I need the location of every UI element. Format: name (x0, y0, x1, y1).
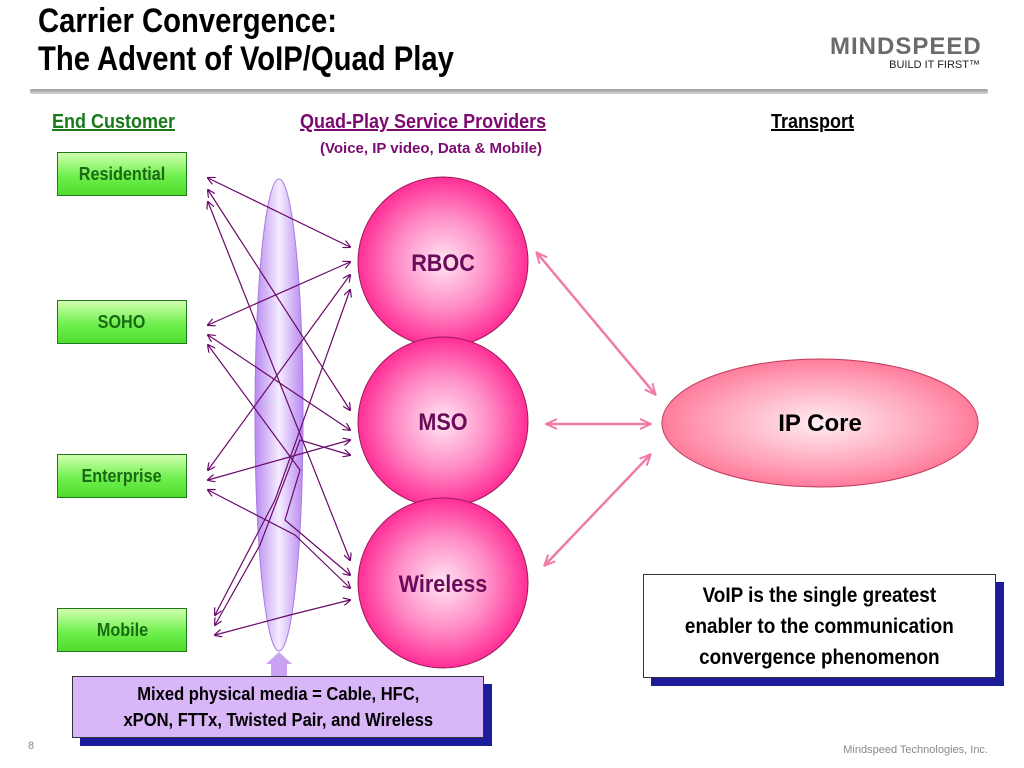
physical-media-box: Mixed physical media = Cable, HFC, xPON,… (72, 676, 484, 738)
physical-media-tube (254, 178, 304, 652)
page-number: 8 (28, 740, 35, 752)
customer-mobile: Mobile (57, 608, 187, 652)
media-line-2: xPON, FTTx, Twisted Pair, and Wireless (123, 710, 433, 730)
note-line-2: enabler to the communication (685, 614, 954, 638)
provider-circle-wireless (357, 497, 529, 669)
ip-core-label: IP Core (778, 410, 862, 437)
providers-header: Quad-Play Service Providers (300, 111, 547, 133)
provider-label-rboc: RBOC (411, 250, 475, 277)
customer-soho: SOHO (57, 300, 187, 344)
customer-label: SOHO (98, 311, 146, 332)
footer-text: Mindspeed Technologies, Inc. (843, 744, 988, 756)
title-line-2: The Advent of VoIP/Quad Play (38, 40, 454, 78)
slide-title: Carrier Convergence: The Advent of VoIP/… (38, 2, 454, 78)
note-line-3: convergence phenomenon (699, 645, 940, 669)
voip-note-box: VoIP is the single greatest enabler to t… (643, 574, 996, 678)
provider-label-mso: MSO (418, 409, 468, 436)
end-customer-header: End Customer (52, 111, 176, 133)
customer-label: Residential (78, 163, 166, 184)
customer-provider-connectors (208, 178, 350, 635)
note-line-1: VoIP is the single greatest (702, 583, 937, 607)
ip-core-ellipse (661, 358, 979, 488)
customer-enterprise: Enterprise (57, 454, 187, 498)
logo-wordmark: MINDSPEED (830, 33, 982, 60)
media-up-arrow-icon (266, 652, 292, 676)
transport-header: Transport (771, 111, 855, 133)
logo-tagline: BUILD IT FIRST™ (889, 59, 980, 71)
customer-label: Mobile (96, 619, 148, 640)
providers-subheader: (Voice, IP video, Data & Mobile) (320, 140, 542, 157)
customer-residential: Residential (57, 152, 187, 196)
title-line-1: Carrier Convergence: (38, 2, 338, 40)
customer-label: Enterprise (81, 465, 163, 486)
mindspeed-logo: MINDSPEED BUILD IT FIRST™ (830, 33, 990, 83)
title-divider (30, 89, 988, 94)
media-line-1: Mixed physical media = Cable, HFC, (136, 684, 420, 704)
transport-connectors (537, 253, 655, 565)
provider-label-wireless: Wireless (398, 571, 488, 598)
